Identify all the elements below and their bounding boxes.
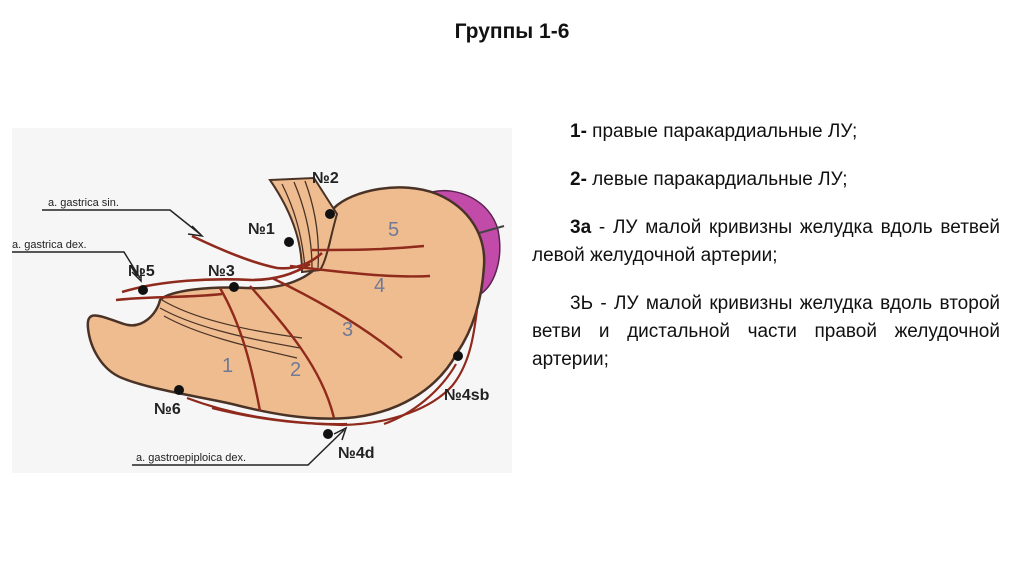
zone-2: 2 <box>290 359 301 381</box>
zone-arteries <box>218 244 431 419</box>
mucosal-folds <box>159 299 303 359</box>
item-3b-text: 3Ь - ЛУ малой кривизны желудка вдоль вто… <box>532 293 1000 370</box>
esophagus-shape <box>268 176 339 274</box>
label-node-1: №1 <box>248 221 275 238</box>
label-gastrica-sin: a. gastrica sin. <box>48 197 119 209</box>
stomach-svg: 5 4 3 2 1 a. gastrica sin. a. gastrica d… <box>12 128 512 473</box>
zone-1: 1 <box>222 355 233 377</box>
stomach-diagram: 5 4 3 2 1 a. gastrica sin. a. gastrica d… <box>12 128 512 473</box>
label-node-4d: №4d <box>338 445 375 462</box>
lymph-nodes <box>138 209 463 439</box>
description-item-3b: 3Ь - ЛУ малой кривизны желудка вдоль вто… <box>532 290 1000 374</box>
label-gastrica-dex: a. gastrica dex. <box>12 239 87 251</box>
zone-5: 5 <box>388 219 399 241</box>
lymph-node-6 <box>174 385 184 395</box>
label-node-2: №2 <box>312 170 339 187</box>
node-group-descriptions: 1- правые паракардиальные ЛУ; 2- левые п… <box>532 118 1000 394</box>
item-3a-number: 3а <box>570 217 592 238</box>
item-2-number: 2- <box>570 169 587 190</box>
label-gastroepiploica-dex: a. gastroepiploica dex. <box>136 452 246 464</box>
label-node-4sb: №4sb <box>444 387 490 404</box>
lymph-node-3 <box>229 282 239 292</box>
item-1-text: правые паракардиальные ЛУ; <box>586 121 858 142</box>
item-2-text: левые паракардиальные ЛУ; <box>586 169 848 190</box>
stomach-shape <box>86 186 486 420</box>
lymph-node-4sb <box>453 351 463 361</box>
lymph-node-4d <box>323 429 333 439</box>
gastroepiploic-arcade <box>186 309 479 427</box>
description-item-1: 1- правые паракардиальные ЛУ; <box>532 118 1000 146</box>
description-item-3a: 3а - ЛУ малой кривизны желудка вдоль вет… <box>532 214 1000 270</box>
esophagus-stripes <box>281 180 320 269</box>
gastric-arteries <box>115 234 323 302</box>
zone-3: 3 <box>342 319 353 341</box>
zone-4: 4 <box>374 275 385 297</box>
label-node-5: №5 <box>128 263 155 280</box>
label-node-3: №3 <box>208 263 235 280</box>
item-1-number: 1- <box>570 121 587 142</box>
label-node-6: №6 <box>154 401 181 418</box>
description-item-2: 2- левые паракардиальные ЛУ; <box>532 166 1000 194</box>
lymph-node-2 <box>325 209 335 219</box>
lymph-node-1 <box>284 237 294 247</box>
slide-title: Группы 1-6 <box>454 20 570 43</box>
item-3a-text: - ЛУ малой кривизны желудка вдоль ветвей… <box>532 217 1000 266</box>
lymph-node-5 <box>138 285 148 295</box>
leader-lines <box>12 209 348 466</box>
